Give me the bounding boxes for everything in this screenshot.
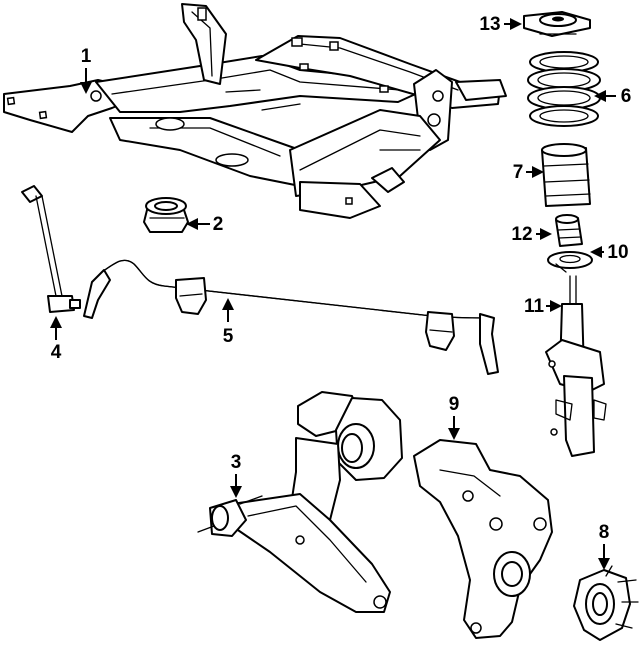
callout-1-label: 1 bbox=[81, 46, 92, 67]
jounce-bumper bbox=[555, 214, 583, 247]
callout-13-label: 13 bbox=[479, 14, 500, 35]
callout-8-arrowhead bbox=[598, 558, 610, 570]
callout-9-label: 9 bbox=[449, 394, 460, 415]
callout-6-label: 6 bbox=[621, 86, 632, 107]
callout-2-arrowhead bbox=[186, 218, 198, 230]
callout-11-label: 11 bbox=[524, 296, 545, 317]
callout-12-label: 12 bbox=[511, 224, 532, 245]
lower-control-arm bbox=[197, 391, 403, 613]
callout-5-label: 5 bbox=[223, 326, 234, 347]
subframe-crossmember bbox=[3, 3, 507, 219]
steering-knuckle bbox=[413, 439, 553, 639]
callout-13-arrowhead bbox=[510, 18, 522, 30]
callout-4-label: 4 bbox=[51, 342, 62, 363]
callout-7-label: 7 bbox=[513, 162, 524, 183]
coil-spring bbox=[527, 51, 601, 127]
stabilizer-bar bbox=[83, 259, 499, 375]
strut-assembly bbox=[545, 275, 607, 457]
callout-10-label: 10 bbox=[607, 242, 628, 263]
callout-9-arrowhead bbox=[448, 428, 460, 440]
callout-10-arrowhead bbox=[590, 246, 602, 258]
callout-12-arrowhead bbox=[540, 228, 552, 240]
strut-mount-bushing bbox=[143, 197, 189, 233]
callout-1-arrowhead bbox=[80, 82, 92, 94]
callout-5-arrowhead bbox=[222, 298, 234, 310]
spring-seat bbox=[547, 251, 593, 273]
strut-dust-boot bbox=[541, 143, 591, 207]
callout-3-arrowhead bbox=[230, 486, 242, 498]
strut-top-mount bbox=[523, 11, 591, 37]
callout-8-label: 8 bbox=[599, 522, 610, 543]
callout-6-arrowhead bbox=[594, 90, 606, 102]
wheel-hub-bearing bbox=[573, 565, 639, 641]
stabilizer-link bbox=[21, 185, 81, 313]
callout-3-label: 3 bbox=[231, 452, 242, 473]
callout-4-arrowhead bbox=[50, 316, 62, 328]
callout-2-label: 2 bbox=[213, 214, 224, 235]
callout-7-arrowhead bbox=[532, 166, 544, 178]
callout-11-arrowhead bbox=[550, 300, 562, 312]
